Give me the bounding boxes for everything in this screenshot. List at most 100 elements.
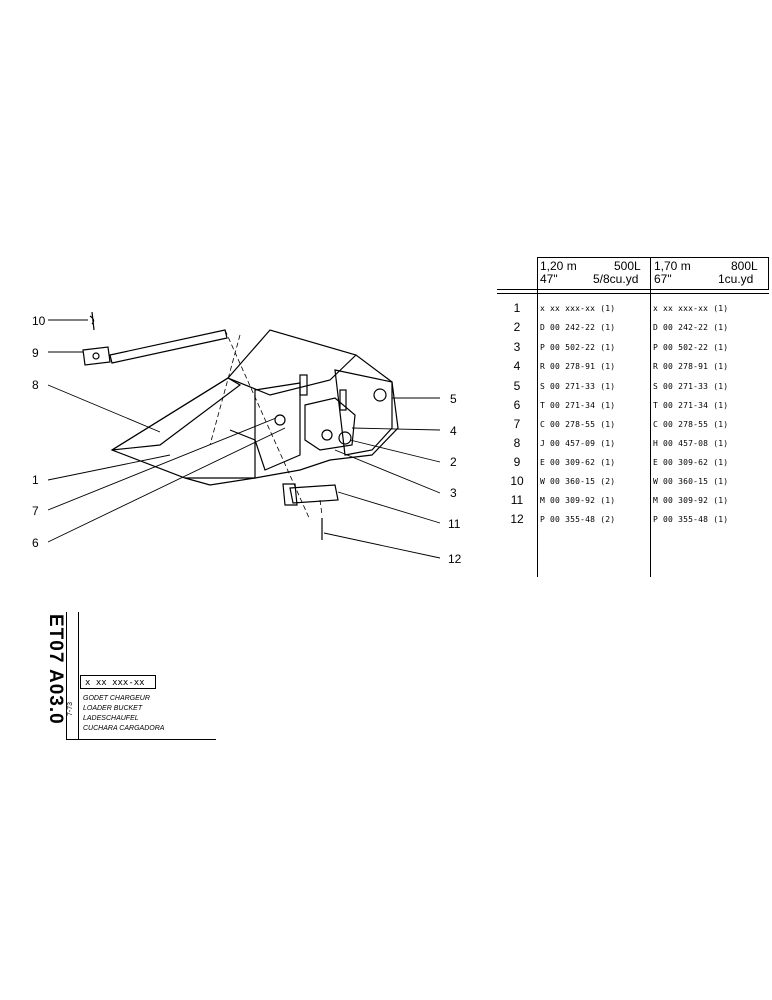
col1-volume-imp: 5/8cu.yd <box>593 272 639 286</box>
leader-12 <box>323 532 441 559</box>
col2-volume-imp: 1cu.yd <box>718 272 754 286</box>
col2-volume: 800L <box>731 259 758 273</box>
callout-4: 4 <box>450 424 457 438</box>
part-number-col2: x xx xxx-xx (1) <box>653 304 729 313</box>
part-number-col2: T 00 271-34 (1) <box>653 401 729 410</box>
part-number-col1: R 00 278-91 (1) <box>540 362 616 371</box>
part-number-col2: W 00 360-15 (1) <box>653 477 729 486</box>
part-number-col1: S 00 271-33 (1) <box>540 382 616 391</box>
row-number: 10 <box>510 474 524 488</box>
row-number: 8 <box>513 436 521 450</box>
document-date: 7-73 <box>67 702 74 717</box>
document-code: ET07 A03.0 <box>45 614 66 725</box>
part-number-col1: M 00 309-92 (1) <box>540 496 616 505</box>
part-code: x xx xxx-xx <box>80 675 156 689</box>
bucket-bottom <box>185 429 256 479</box>
part-number-col1: E 00 309-62 (1) <box>540 458 616 467</box>
table-rule <box>537 257 769 258</box>
row-number: 5 <box>513 379 521 393</box>
row-number: 3 <box>513 340 521 354</box>
leader-4 <box>351 427 441 431</box>
callout-1: 1 <box>32 473 39 487</box>
leader-2 <box>349 439 441 463</box>
row-number: 6 <box>513 398 521 412</box>
cotter <box>89 311 95 331</box>
lug-a <box>299 374 308 396</box>
assembly-lines <box>209 329 323 521</box>
part-number-col2: E 00 309-62 (1) <box>653 458 729 467</box>
row-number: 2 <box>513 320 521 334</box>
leader-6 <box>47 427 286 543</box>
center-plate <box>304 397 356 451</box>
callout-3: 3 <box>450 486 457 500</box>
part-number-col2: D 00 242-22 (1) <box>653 323 729 332</box>
callout-2: 2 <box>450 455 457 469</box>
part-number-col1: C 00 278-55 (1) <box>540 420 616 429</box>
bore-center-a <box>321 429 333 441</box>
table-rule <box>537 257 538 577</box>
table-rule <box>497 289 769 290</box>
name-french: GODET CHARGEUR <box>83 695 150 702</box>
callout-11: 11 <box>448 517 461 531</box>
callout-6: 6 <box>32 536 39 550</box>
name-spanish: CUCHARA CARGADORA <box>83 725 165 732</box>
callout-9: 9 <box>32 346 39 360</box>
row-number: 7 <box>513 417 521 431</box>
col1-length: 1,20 m <box>540 259 577 273</box>
part-number-col1: T 00 271-34 (1) <box>540 401 616 410</box>
bucket-cutting-edge <box>111 377 242 451</box>
part-number-col2: M 00 309-92 (1) <box>653 496 729 505</box>
part-number-col1: P 00 502-22 (1) <box>540 343 616 352</box>
table-rule <box>650 257 651 577</box>
leader-1 <box>47 454 171 481</box>
col2-length-imp: 67" <box>654 272 672 286</box>
lug-b <box>339 389 347 411</box>
leader-11 <box>337 491 441 524</box>
row-number: 4 <box>513 359 521 373</box>
bore-right <box>373 388 387 402</box>
part-number-col2: R 00 278-91 (1) <box>653 362 729 371</box>
pin-head-hole <box>92 352 100 360</box>
long-pin <box>109 329 228 364</box>
row-number: 9 <box>513 455 521 469</box>
title-rule <box>66 612 67 740</box>
part-number-col2: P 00 355-48 (1) <box>653 515 729 524</box>
callout-12: 12 <box>448 552 462 566</box>
part-number-col2: H 00 457-08 (1) <box>653 439 729 448</box>
leader-8 <box>47 384 161 433</box>
name-german: LADESCHAUFEL <box>83 715 139 722</box>
col1-volume: 500L <box>614 259 641 273</box>
col1-length-imp: 47" <box>540 272 558 286</box>
row-number: 12 <box>510 512 524 526</box>
title-block: ET07 A03.0 7-73 x xx xxx-xx GODET CHARGE… <box>38 612 218 742</box>
part-number-col2: C 00 278-55 (1) <box>653 420 729 429</box>
part-number-col1: D 00 242-22 (1) <box>540 323 616 332</box>
part-number-col1: x xx xxx-xx (1) <box>540 304 616 313</box>
row-number: 1 <box>513 301 521 315</box>
parts-table: 1,20 m 500L 47" 5/8cu.yd 1,70 m 800L 67"… <box>497 257 769 577</box>
part-number-col2: S 00 271-33 (1) <box>653 382 729 391</box>
leader-7 <box>47 417 277 511</box>
callout-8: 8 <box>32 378 39 392</box>
table-rule <box>497 293 769 294</box>
leader-3 <box>334 449 441 494</box>
title-rule <box>66 739 216 740</box>
callout-10: 10 <box>32 314 46 328</box>
part-number-col1: P 00 355-48 (2) <box>540 515 616 524</box>
pin-head-plate <box>82 346 111 366</box>
table-rule <box>768 257 769 289</box>
row-number: 11 <box>510 493 524 507</box>
callout-5: 5 <box>450 392 457 406</box>
callout-7: 7 <box>32 504 39 518</box>
part-number-col1: J 00 457-09 (1) <box>540 439 616 448</box>
part-number-col1: W 00 360-15 (2) <box>540 477 616 486</box>
col2-length: 1,70 m <box>654 259 691 273</box>
short-pin-head <box>282 483 298 506</box>
left-bracket <box>254 382 301 471</box>
part-number-col2: P 00 502-22 (1) <box>653 343 729 352</box>
short-pin <box>289 484 339 504</box>
bore-left <box>274 414 286 426</box>
bucket-outline <box>110 329 399 486</box>
title-rule <box>78 612 79 740</box>
